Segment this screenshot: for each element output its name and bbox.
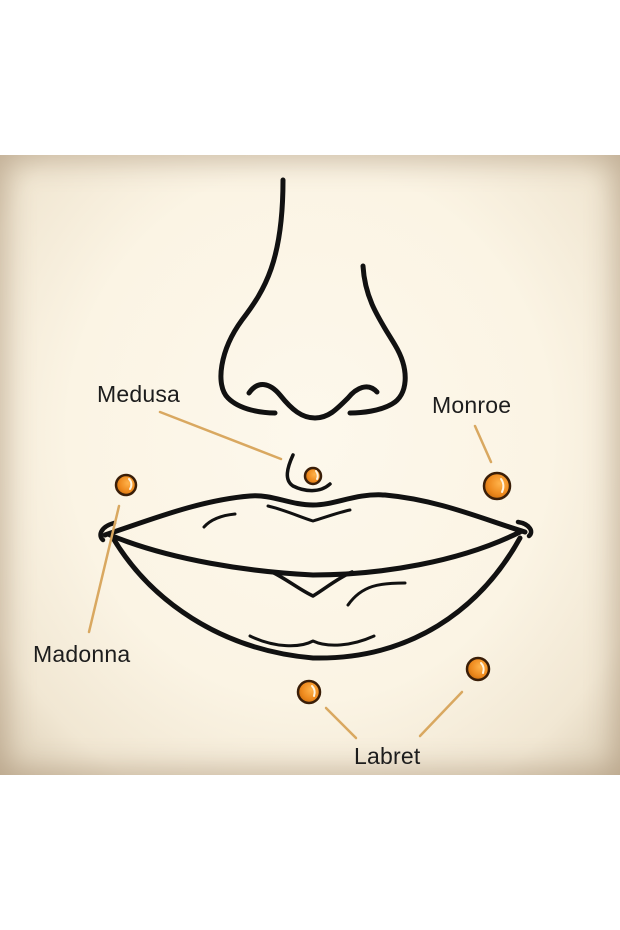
nose-left-outline — [218, 177, 286, 416]
left-corner — [98, 520, 117, 543]
labret-leader-right — [418, 690, 464, 738]
upper-lip-highlight-left — [202, 512, 237, 529]
nose-bottom — [246, 382, 380, 421]
right-corner — [515, 519, 534, 539]
labret-label: Labret — [354, 743, 421, 769]
labret-leader-left — [324, 706, 358, 740]
philtrum — [285, 453, 332, 493]
lower-lip-notch — [270, 570, 354, 598]
madonna-label: Madonna — [33, 641, 131, 667]
lip-line — [107, 529, 523, 578]
nose-right-outline — [347, 263, 408, 416]
madonna-leader — [87, 504, 121, 634]
labret-right-stud-icon — [465, 656, 491, 682]
monroe-stud-icon — [482, 471, 512, 501]
upper-lip-cupid — [266, 504, 352, 523]
medusa-leader — [158, 410, 283, 461]
monroe-label: Monroe — [432, 392, 512, 418]
lower-lip-highlight-right — [346, 581, 407, 607]
medusa-label: Medusa — [97, 381, 181, 407]
madonna-stud-icon — [114, 473, 138, 497]
lower-lip — [110, 535, 523, 661]
labret-left-stud-icon — [296, 679, 322, 705]
monroe-leader — [473, 424, 493, 464]
diagram-panel — [0, 155, 620, 775]
lower-lip-bottom-line — [248, 634, 376, 648]
upper-lip-top — [102, 492, 528, 538]
